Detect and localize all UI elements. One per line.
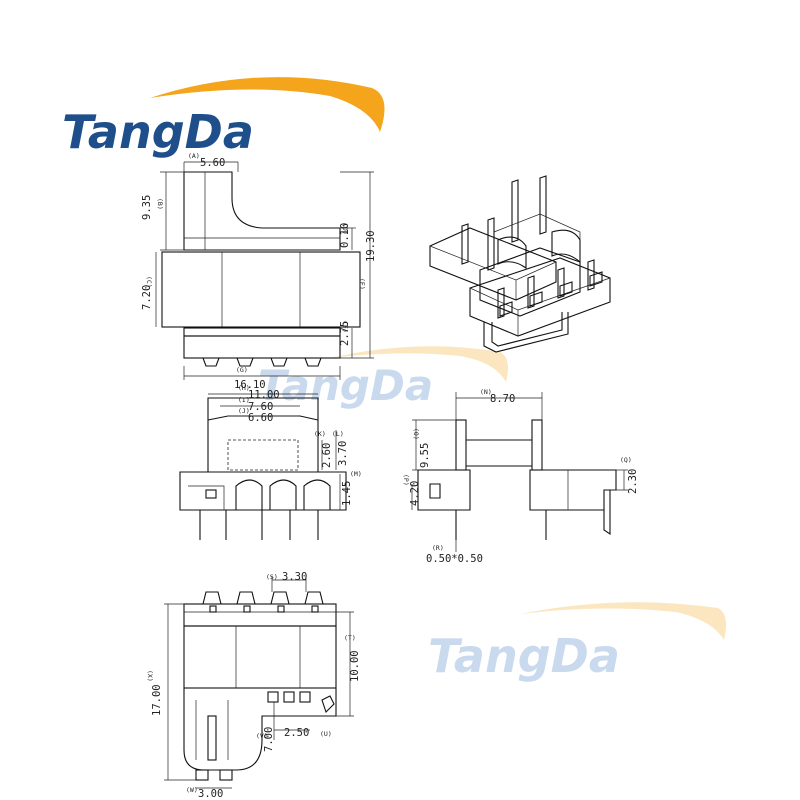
dim-tag-m: (M) [350,470,362,478]
dim-tag-k: (K) [314,430,326,438]
dim-value-n: 8.70 [490,393,515,405]
dim-tag-g: (G) [236,366,248,374]
bottom-view: (S) 3.30 (T) 10.00 (X) 17.00 (V) 7.00 2.… [146,571,361,800]
dim-value-m: 1.45 [341,481,353,506]
dim-tag-u: (U) [320,730,332,738]
dim-value-b: 9.35 [141,195,153,220]
dim-value-x: 17.00 [151,684,163,716]
dim-value-u: 2.50 [284,727,309,739]
dim-value-l: 3.70 [337,441,349,466]
dim-tag-a: (A) [188,152,200,160]
dim-value-a: 5.60 [200,157,225,169]
side-view-dimension-lines [411,392,628,552]
brand-logo: TangDa [62,77,385,159]
dim-tag-w: (W) [186,786,198,794]
dim-tag-d: (D) [341,223,349,235]
dim-value-p: 4.20 [409,481,421,506]
watermark-center: TangDa [258,346,508,410]
dim-tag-b: (B) [156,198,164,210]
dim-tag-q: (Q) [620,456,632,464]
dim-tag-r: (R) [432,544,444,552]
bottom-view-outline [183,591,337,781]
dim-tag-f: (F) [341,321,349,333]
dim-tag-j: (J) [238,407,250,415]
dim-tag-o: (O) [412,428,420,440]
dim-value-q: 2.30 [627,469,639,494]
watermark-text-right: TangDa [428,629,620,683]
dim-value-k: 2.60 [321,443,333,468]
side-view-outline [417,419,617,540]
dim-value-e: 19.30 [365,230,377,262]
dim-value-h: 11.00 [248,389,280,401]
front-view-dimension-lines [208,393,341,510]
dim-value-i: 7.60 [248,401,273,413]
dim-tag-v: (V) [256,732,268,740]
dim-tag-n: (N) [480,388,492,396]
top-view-dimension-lines [155,161,374,380]
logo-swoosh [150,77,385,132]
dim-value-j: 6.60 [248,412,273,424]
dim-value-c: 7.20 [141,285,153,310]
dim-value-t: 10.00 [349,650,361,682]
dim-value-f: 2.75 [339,321,351,346]
dim-tag-l: (L) [332,430,344,438]
dim-value-v: 7.00 [263,727,275,752]
top-view-outline [161,171,361,367]
bottom-view-dimension-lines [164,576,354,789]
dim-value-w: 3.00 [198,788,223,800]
dim-tag-x: (X) [146,670,154,682]
side-view: (N) 8.70 (O) 9.55 (P) 4.20 (Q) 2.30 (R) … [402,388,639,565]
isometric-view [429,175,611,353]
watermark-text-center: TangDa [258,361,433,410]
front-view: (H) 11.00 (I) 7.60 (J) 6.60 (K) 2.60 (L)… [179,384,362,540]
dim-tag-t: (T) [344,634,356,642]
dim-value-r: 0.50*0.50 [426,553,483,565]
watermark-right: TangDa [428,602,726,683]
dim-tag-c: (C) [145,276,153,288]
dim-value-d: 0.10 [339,223,351,248]
dim-tag-p: (P) [402,474,410,486]
dim-tag-i: (I) [238,396,250,404]
top-view: (A) 5.60 (B) 9.35 (C) 7.20 (D) 0.10 (E) … [141,152,377,391]
dim-value-s: 3.30 [282,571,307,583]
dim-tag-h: (H) [238,384,250,392]
dim-value-g: 16.10 [234,379,266,391]
dim-value-o: 9.55 [419,443,431,468]
dim-tag-s: (S) [266,573,278,581]
dim-tag-e: (E) [358,278,366,290]
logo-text: TangDa [62,105,254,159]
